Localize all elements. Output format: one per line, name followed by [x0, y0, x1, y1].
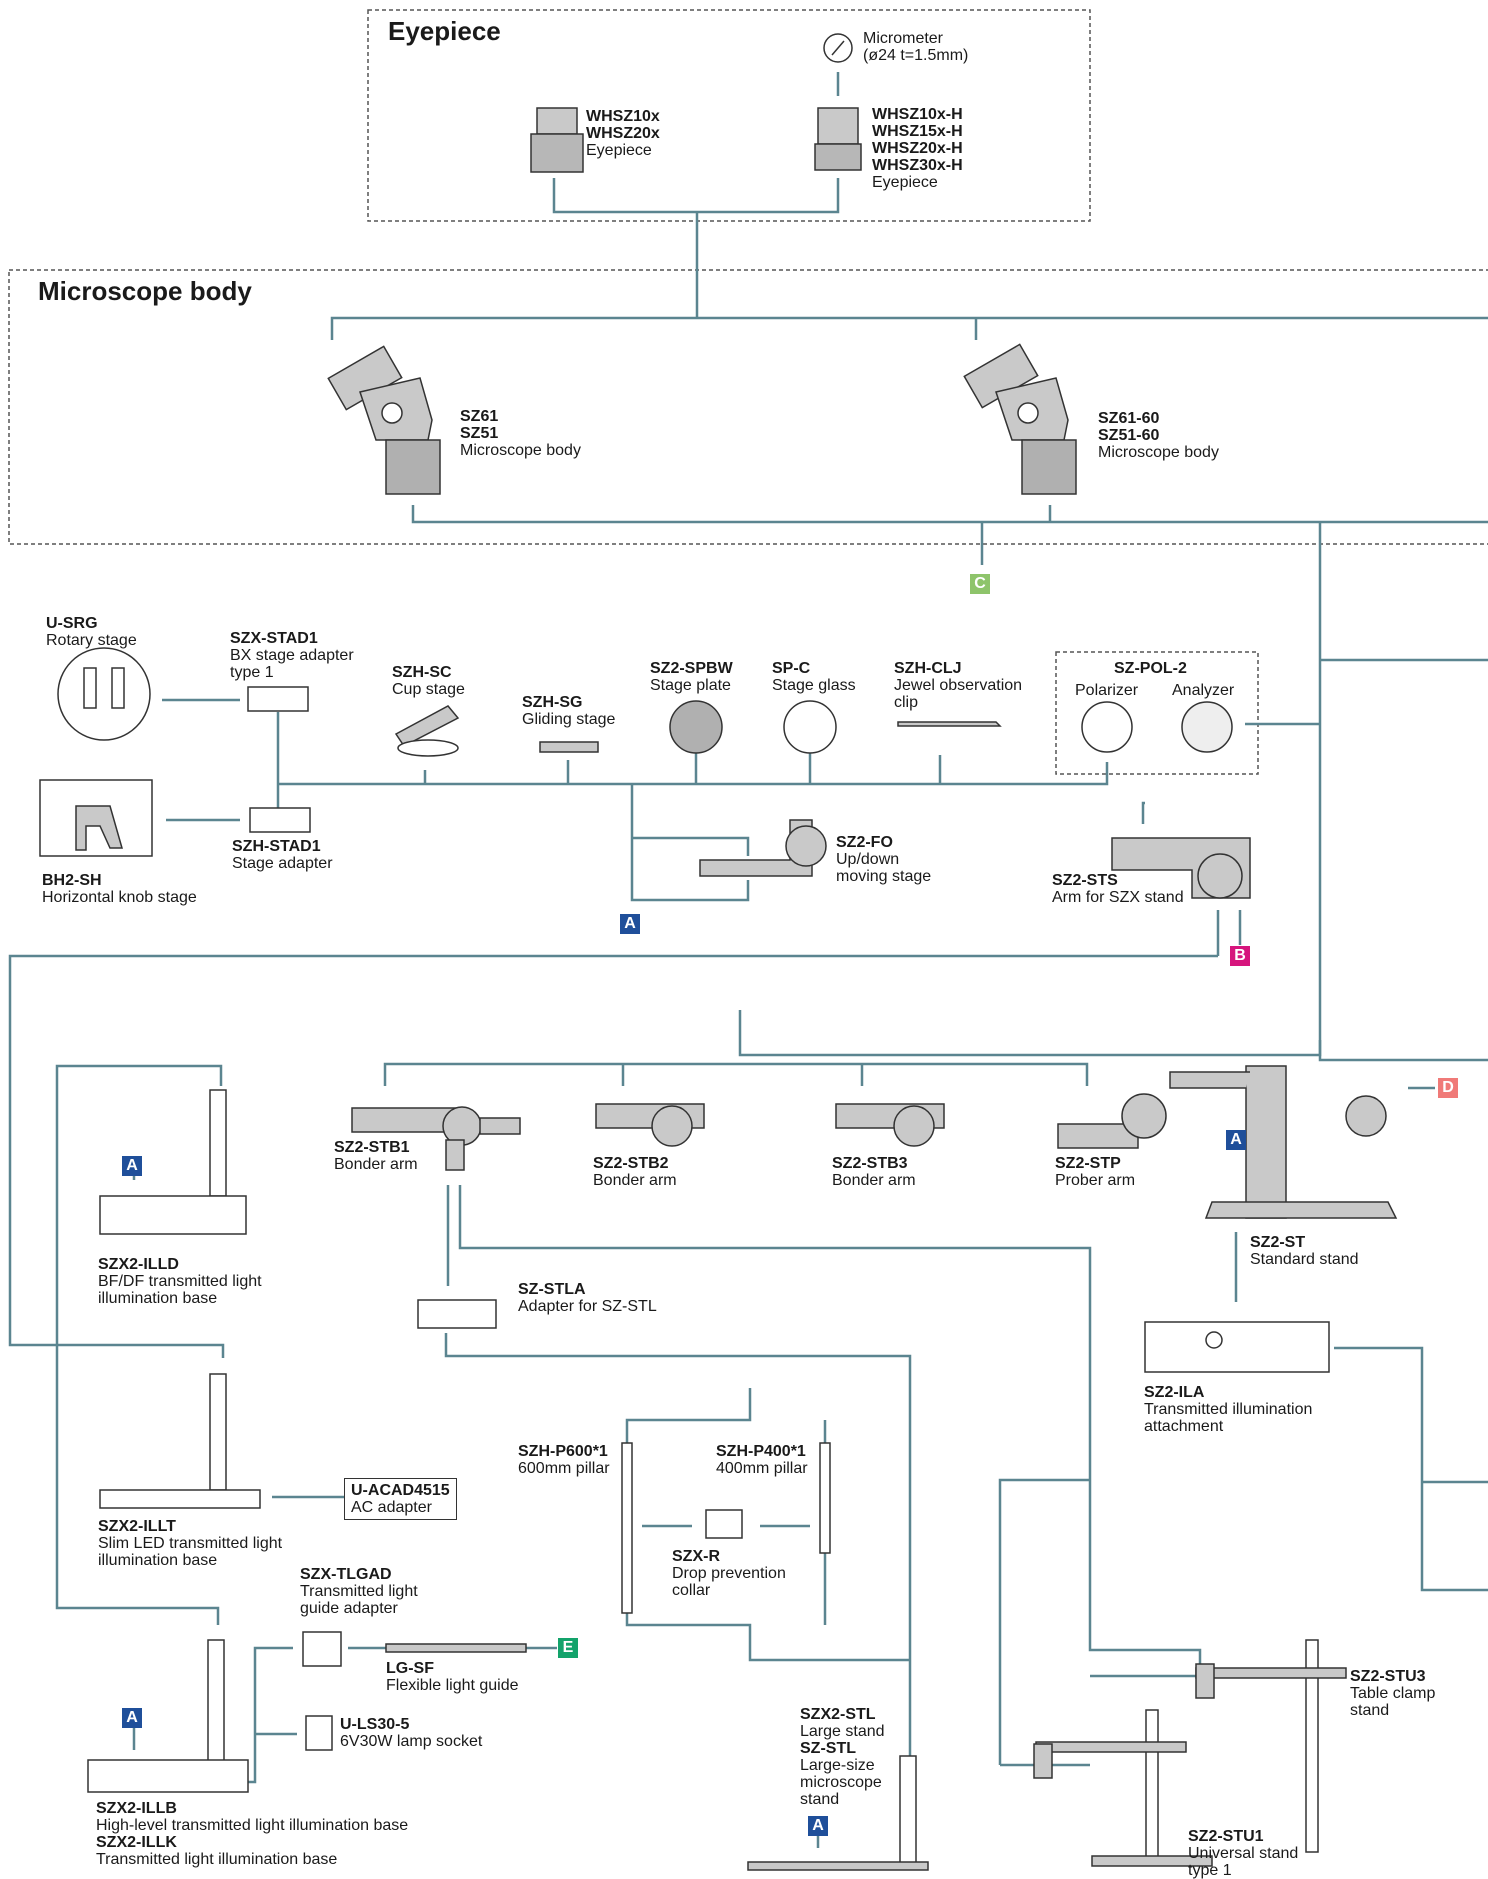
- sz61-label: SZ61 SZ51 Microscope body: [460, 408, 581, 459]
- polarizer-label: Polarizer: [1075, 682, 1139, 699]
- sz2-ila-icon: [1144, 1321, 1330, 1373]
- szx2-illd-icon: [99, 1089, 247, 1235]
- sp-c-icon: [783, 700, 837, 754]
- sz2-stp-label: SZ2-STP Prober arm: [1055, 1155, 1136, 1189]
- sz2-st-label: SZ2-ST Standard stand: [1250, 1234, 1359, 1268]
- badge-e: E: [558, 1638, 578, 1658]
- szh-sc-icon: [394, 705, 460, 747]
- body-section-box: [8, 269, 1488, 545]
- szh-clj-icon: [897, 721, 1002, 727]
- szh-sc-label: SZH-SC Cup stage: [392, 664, 465, 698]
- badge-c: C: [970, 574, 990, 594]
- sz2-fo-icon: [699, 819, 813, 877]
- szx-tlgad-label: SZX-TLGAD Transmitted light guide adapte…: [300, 1566, 418, 1617]
- szx2-stl-label: SZX2-STL Large stand SZ-STL Large-size m…: [800, 1706, 885, 1808]
- sp-c-label: SP-C Stage glass: [772, 660, 856, 694]
- szx2-stl-icon: [747, 1755, 929, 1871]
- szx2-illt-icon: [99, 1373, 261, 1509]
- szh-p400-icon: [819, 1442, 831, 1554]
- sz2-stu3-label: SZ2-STU3 Table clamp stand: [1350, 1668, 1436, 1719]
- whsz-h-eyepiece-icon: [817, 107, 859, 145]
- szx-stad1-label: SZX-STAD1 BX stage adapter type 1: [230, 630, 354, 681]
- polarizer-icon: [1081, 701, 1133, 753]
- sz2-sts-label: SZ2-STS Arm for SZX stand: [1052, 872, 1184, 906]
- szx-r-label: SZX-R Drop prevention collar: [672, 1548, 786, 1599]
- sz2-stu1-icon: [1033, 1709, 1213, 1867]
- badge-a: A: [1226, 1130, 1246, 1150]
- eyepiece-section-box: [367, 9, 1091, 222]
- badge-d: D: [1438, 1078, 1458, 1098]
- analyzer-label: Analyzer: [1172, 682, 1235, 699]
- lg-sf-icon: [385, 1643, 527, 1653]
- sz2-stb2-label: SZ2-STB2 Bonder arm: [593, 1155, 677, 1189]
- szx-r-icon: [705, 1509, 743, 1539]
- sz2-ila-label: SZ2-ILA Transmitted illumination attachm…: [1144, 1384, 1313, 1435]
- badge-a: A: [620, 914, 640, 934]
- sz2-stb1-label: SZ2-STB1 Bonder arm: [334, 1139, 418, 1173]
- szx2-illd-label: SZX2-ILLD BF/DF transmitted light illumi…: [98, 1256, 262, 1307]
- sz2-stb2-icon: [595, 1103, 705, 1147]
- sz-pol-2-label: SZ-POL-2: [1114, 660, 1187, 677]
- sz2-spbw-icon: [669, 700, 723, 754]
- szh-stad1-icon: [249, 807, 311, 833]
- szx-stad1-icon: [247, 686, 309, 712]
- sz2-fo-label: SZ2-FO Up/down moving stage: [836, 834, 932, 885]
- badge-b: B: [1230, 946, 1250, 966]
- usrg-rotary-stage-icon: [57, 647, 151, 741]
- u-ls30-5-label: U-LS30-5 6V30W lamp socket: [340, 1716, 483, 1750]
- whsz-label: WHSZ10x WHSZ20x Eyepiece: [586, 108, 660, 159]
- sz61-60-label: SZ61-60 SZ51-60 Microscope body: [1098, 410, 1219, 461]
- bh2-sh-icon: [39, 779, 153, 857]
- eyepiece-section-title: Eyepiece: [388, 16, 501, 46]
- sz61-body-icon: [327, 345, 441, 495]
- u-srg-label: U-SRG Rotary stage: [46, 615, 137, 649]
- sz2-st-icon: [1169, 1065, 1398, 1219]
- badge-a: A: [122, 1156, 142, 1176]
- u-acad4515-label: U-ACAD4515 AC adapter: [344, 1478, 457, 1520]
- whsz-h-label: WHSZ10x-H WHSZ15x-H WHSZ20x-H WHSZ30x-H …: [872, 106, 963, 191]
- sz-stla-icon: [417, 1299, 497, 1329]
- sz61-60-body-icon: [963, 343, 1077, 495]
- szx-tlgad-icon: [302, 1631, 342, 1667]
- sz2-stu3-icon: [1195, 1639, 1347, 1853]
- sz2-stu1-label: SZ2-STU1 Universal stand type 1: [1188, 1828, 1299, 1879]
- u-ls30-5-icon: [305, 1715, 333, 1751]
- badge-a: A: [122, 1708, 142, 1728]
- whsz-eyepiece-icon: [536, 107, 578, 135]
- sz2-stb1-icon: [351, 1106, 521, 1171]
- sz2-stp-icon: [1057, 1093, 1167, 1149]
- sz2-spbw-label: SZ2-SPBW Stage plate: [650, 660, 733, 694]
- szh-stad1-label: SZH-STAD1 Stage adapter: [232, 838, 333, 872]
- sz-stla-label: SZ-STLA Adapter for SZ-STL: [518, 1281, 657, 1315]
- szx2-illt-label: SZX2-ILLT Slim LED transmitted light ill…: [98, 1518, 283, 1569]
- sz2-stb3-icon: [835, 1103, 945, 1147]
- szx2-illb-icon: [87, 1639, 249, 1793]
- szh-p400-label: SZH-P400*1 400mm pillar: [716, 1443, 808, 1477]
- polarizer-box: [1055, 651, 1259, 775]
- szh-clj-label: SZH-CLJ Jewel observation clip: [894, 660, 1023, 711]
- szh-p600-label: SZH-P600*1 600mm pillar: [518, 1443, 610, 1477]
- analyzer-icon: [1181, 701, 1233, 753]
- badge-a: A: [808, 1816, 828, 1836]
- szx2-illb-illk-label: SZX2-ILLB High-level transmitted light i…: [96, 1800, 409, 1868]
- lg-sf-label: LG-SF Flexible light guide: [386, 1660, 519, 1694]
- bh2-sh-label: BH2-SH Horizontal knob stage: [42, 872, 197, 906]
- szh-p600-icon: [621, 1442, 633, 1614]
- sz2-stb3-label: SZ2-STB3 Bonder arm: [832, 1155, 916, 1189]
- szh-sg-label: SZH-SG Gliding stage: [522, 694, 616, 728]
- micrometer-label: Micrometer (ø24 t=1.5mm): [863, 30, 969, 64]
- szh-sg-icon: [539, 741, 599, 753]
- body-section-title: Microscope body: [38, 276, 252, 306]
